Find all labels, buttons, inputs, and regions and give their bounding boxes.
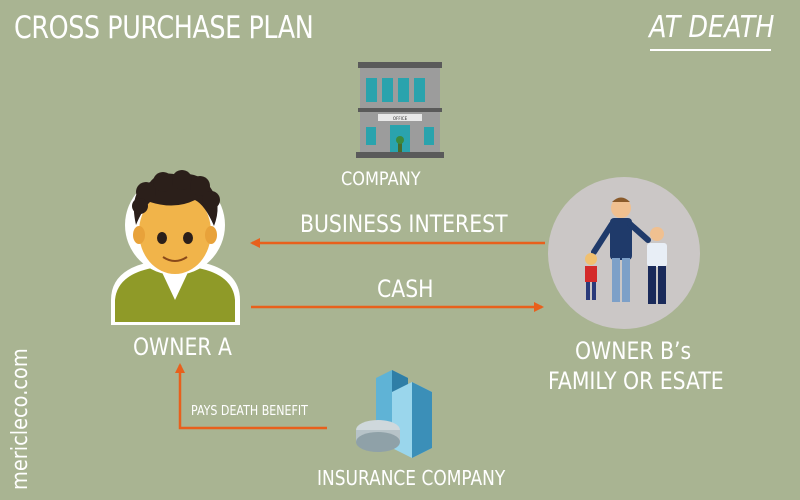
business-interest-label: BUSINESS INTEREST [300, 210, 508, 238]
subtitle-underline [650, 49, 771, 51]
owner-b-family-label: FAMILY OR ESATE [548, 367, 724, 395]
death-benefit-arrow [175, 363, 327, 430]
owner-b-family-icon [548, 177, 700, 329]
owner-b-label: OWNER B’s [575, 337, 692, 365]
diagram-subtitle: AT DEATH [648, 10, 774, 45]
diagram-title: CROSS PURCHASE PLAN [14, 10, 314, 46]
cash-label: CASH [377, 275, 434, 303]
office-sign: OFFICE [393, 116, 408, 121]
watermark: mericleco.com [8, 348, 33, 490]
owner-a-avatar-icon [111, 170, 240, 325]
insurance-company-label: INSURANCE COMPANY [317, 466, 506, 490]
insurance-building-icon [356, 370, 432, 458]
pays-death-benefit-label: PAYS DEATH BENEFIT [191, 404, 308, 419]
owner-a-label: OWNER A [133, 333, 232, 361]
company-building-icon [356, 62, 444, 158]
company-label: COMPANY [341, 168, 421, 190]
